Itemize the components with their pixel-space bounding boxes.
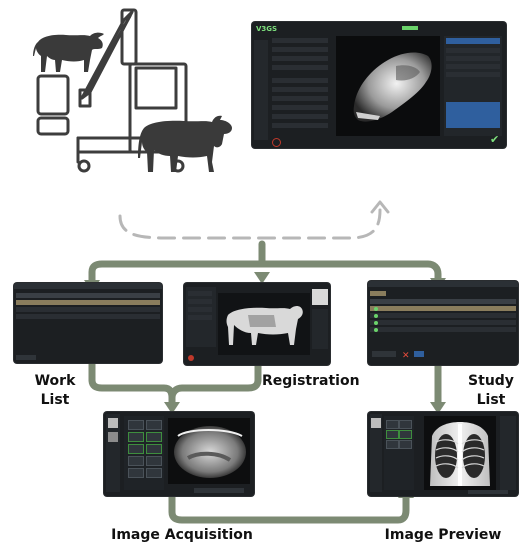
label-study-list: Study List — [468, 373, 514, 408]
label-image-preview: Image Preview — [384, 527, 502, 543]
hero-left-toolbar — [254, 40, 268, 140]
return-dashed-arrow — [118, 200, 390, 240]
hero-green-indicator — [402, 26, 418, 30]
hero-software-screen: V3GS ✔ — [252, 22, 506, 148]
hero-logo: V3GS — [256, 25, 278, 33]
label-registration: Registration — [262, 373, 360, 389]
acquisition-xray-image — [168, 418, 250, 484]
hero-skull-xray — [336, 36, 440, 136]
buffalo-icon — [33, 32, 104, 72]
hero-right-panel — [444, 36, 502, 136]
delete-icon[interactable]: ✕ — [402, 350, 410, 360]
cow-icon — [138, 115, 232, 172]
checkmark-icon[interactable]: ✔ — [490, 134, 500, 146]
hero-form-panel — [272, 38, 332, 142]
label-work-list: Work List — [34, 373, 76, 408]
registration-cow-figure — [218, 293, 310, 355]
work-list-screen — [14, 283, 162, 363]
preview-chest-xray — [424, 416, 496, 490]
study-list-screen: ✕ — [368, 281, 518, 365]
registration-screen — [184, 283, 330, 365]
image-preview-screen — [368, 412, 518, 496]
hero-record-button[interactable] — [272, 138, 281, 147]
label-image-acquisition: Image Acquisition — [111, 527, 253, 543]
image-acquisition-screen — [104, 412, 254, 496]
